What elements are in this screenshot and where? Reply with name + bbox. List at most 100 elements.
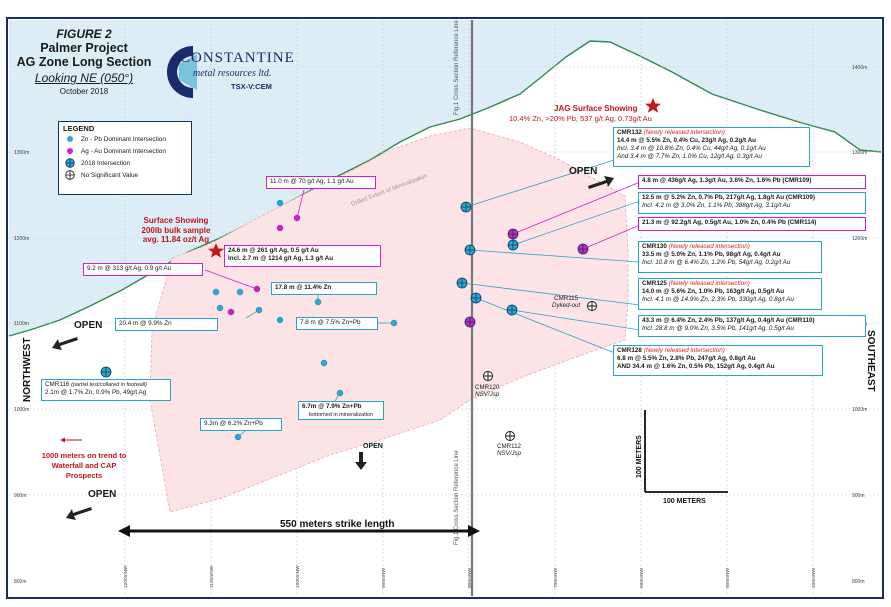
- cmr109-ag-box: 4.8 m @ 436g/t Ag, 1.3g/t Au, 3.6% Zn, 1…: [638, 175, 866, 189]
- open-arrow-icon: [52, 337, 78, 350]
- zn-point: [314, 298, 322, 306]
- cmr130-line2: Incl. 10.8 m @ 6.4% Zn, 1.2% Pb, 54g/t A…: [642, 259, 791, 266]
- logo-ticker: TSX-V:CEM: [231, 82, 272, 91]
- trend-line1: 1000 meters on trend to: [41, 451, 127, 460]
- sky-area: [9, 20, 881, 336]
- cmr120-name: CMR120: [475, 384, 500, 391]
- open-arrows: [52, 176, 614, 520]
- cmr114-text: 21.3 m @ 92.2g/t Ag, 0.5g/t Au, 1.0% Zn,…: [642, 219, 817, 226]
- cmr130-name: CMR130: [642, 243, 667, 250]
- cyan-dot-icon: [65, 134, 75, 144]
- jag-star-icon: [645, 98, 661, 113]
- trend-arrow: [60, 437, 82, 443]
- easting-ticks: 1200mNW 1100mNW 1000mNW 900mNW 800mNW 70…: [123, 565, 817, 588]
- no-value-icon: [587, 301, 597, 311]
- open-label-west: OPEN: [74, 320, 103, 331]
- logo-icon: [167, 46, 197, 98]
- legend-item: Ag - Au Dominant Intersection: [65, 145, 191, 157]
- cmr110-box: 43.3 m @ 6.4% Zn, 2.4% Pb, 137g/t Ag, 0.…: [638, 315, 866, 337]
- elev-right-label: 1300m: [852, 150, 867, 156]
- no-value-icon: [65, 170, 75, 180]
- zn-point: [390, 319, 398, 327]
- drillhole-2018-icon: [470, 292, 482, 304]
- cmr116-box: CMR116 (partial test/collared in footwal…: [41, 379, 171, 401]
- easting-label: 900mNW: [381, 568, 387, 588]
- intersect-67m-line1: 6.7m @ 7.9% Zn+Pb: [302, 403, 362, 410]
- trend-line2: Waterfall and CAP: [51, 461, 117, 470]
- intersect-93m-box: 9.3m @ 6.2% Zn+Pb: [200, 418, 282, 431]
- reference-line-label-bottom: Fig.1 Cross Section Reference Line: [454, 450, 460, 545]
- cmr115-status: Dyked-out: [552, 302, 581, 309]
- legend-item: 2018 Intersection: [65, 157, 191, 169]
- drillhole-2018-icon: [65, 158, 75, 168]
- logo-name: CONSTANTINE: [180, 50, 295, 66]
- easting-label: 600mNW: [639, 568, 645, 588]
- ag-point: [293, 214, 301, 222]
- cmr130-note: (Newly released intersection): [668, 243, 750, 250]
- cmr132-note: (Newly released intersection): [643, 129, 725, 136]
- jag-values: 10.4% Zn, >20% Pb, 537 g/t Ag, 0.73g/t A…: [509, 114, 652, 123]
- cmr115-label: CMR115 Dyked-out: [552, 295, 580, 309]
- trend-line3: Prospects: [65, 471, 103, 480]
- open-arrow-icon: [588, 176, 614, 189]
- surface-showing-note: Surface Showing 200lb bulk sample avg. 1…: [138, 216, 214, 245]
- open-label-down: OPEN: [363, 443, 383, 450]
- intersect-246m-box: 24.6 m @ 261 g/t Ag, 0.5 g/t Au Incl. 2.…: [224, 245, 381, 267]
- looking-direction: Looking NE (050°): [34, 71, 134, 85]
- cmr128-note: (Newly released intersection): [643, 347, 725, 354]
- surface-star-icon: [208, 243, 224, 258]
- trend-note: 1000 meters on trend to Waterfall and CA…: [30, 451, 138, 481]
- holes-2018: [100, 201, 589, 378]
- drillhole-2018-icon: [456, 277, 468, 289]
- no-value-icon: [505, 431, 515, 441]
- surface-showing-title: Surface Showing: [143, 216, 209, 225]
- elev-left-label: 1000m: [14, 407, 29, 413]
- legend-label: Ag - Au Dominant Intersection: [81, 147, 166, 155]
- intersect-92m-box: 9.2 m @ 313 g/t Ag, 0.9 g/t Au: [83, 263, 203, 276]
- drillhole-2018-icon: [464, 316, 476, 328]
- cmr128-line1: 6.8 m @ 5.5% Zn, 2.8% Pb, 247g/t Ag, 0.8…: [617, 355, 756, 362]
- legend-label: 2018 Intersection: [81, 159, 131, 167]
- cmr112-name: CMR112: [497, 443, 522, 450]
- cmr109-zn-line1: 12.5 m @ 5.2% Zn, 0.7% Pb, 217g/t Ag, 1.…: [642, 194, 815, 201]
- drillhole-2018-icon: [577, 243, 589, 255]
- elev-left-label: 1100m: [14, 321, 29, 327]
- intersect-93m-text: 9.3m @ 6.2% Zn+Pb: [204, 420, 263, 427]
- drillhole-2018-icon: [507, 228, 519, 240]
- elev-right-label: 800m: [852, 579, 865, 585]
- cmr110-line2: Incl. 28.8 m @ 9.0% Zn, 3.5% Pb, 141g/t …: [642, 325, 794, 332]
- scale-vertical-label: 100 METERS: [636, 435, 643, 478]
- drillhole-2018-icon: [460, 201, 472, 213]
- elev-right-label: 1200m: [852, 236, 867, 242]
- drillhole-2018-icon: [464, 244, 476, 256]
- intersect-178m-box: 17.8 m @ 11.4% Zn: [271, 282, 377, 295]
- jag-title: JAG Surface Showing: [554, 104, 638, 113]
- legend-item: Zn - Pb Dominant Intersection: [65, 133, 191, 145]
- scale-bar: [644, 410, 728, 493]
- cmr125-name: CMR125: [642, 280, 667, 287]
- ag-point: [253, 285, 261, 293]
- cmr125-line2: Incl. 4.1 m @ 14.9% Zn, 2.3% Pb, 330g/t …: [642, 296, 794, 303]
- figure-date: October 2018: [59, 87, 109, 96]
- cmr132-line3: And 3.4 m @ 7.7% Zn, 1.0% Cu, 12g/t Ag, …: [617, 153, 762, 160]
- intersect-67m-box: 6.7m @ 7.9% Zn+Pb bottomed in mineraliza…: [298, 401, 384, 420]
- easting-label: 700mNW: [553, 568, 559, 588]
- cmr112-status: NSV/Jsp: [497, 450, 522, 457]
- cmr130-box: CMR130 (Newly released intersection) 33.…: [638, 241, 822, 273]
- elev-right-label: 900m: [852, 493, 865, 499]
- cmr109-zn-line2: Incl. 4.2 m @ 3.0% Zn, 1.1% Pb, 388g/t A…: [642, 202, 791, 209]
- strike-length-label: 550 meters strike length: [280, 519, 395, 530]
- elev-right-label: 1400m: [852, 65, 867, 71]
- cmr115-name: CMR115: [554, 295, 579, 302]
- magenta-dot-icon: [65, 146, 75, 156]
- cmr128-name: CMR128: [617, 347, 642, 354]
- zn-leaders: [237, 159, 641, 438]
- zn-point: [212, 288, 220, 296]
- cmr125-note: (Newly released intersection): [668, 280, 750, 287]
- mineralization-envelope: [149, 127, 629, 513]
- cmr132-line2: Incl. 3.4 m @ 10.8% Zn, 0.4% Cu, 44g/t A…: [617, 145, 766, 152]
- intersect-78m-text: 7.8 m @ 7.5% Zn+Pb: [300, 319, 361, 326]
- intersect-92m-text: 9.2 m @ 313 g/t Ag, 0.9 g/t Au: [87, 265, 172, 272]
- zn-point: [320, 359, 328, 367]
- cmr125-box: CMR125 (Newly released intersection) 14.…: [638, 278, 822, 310]
